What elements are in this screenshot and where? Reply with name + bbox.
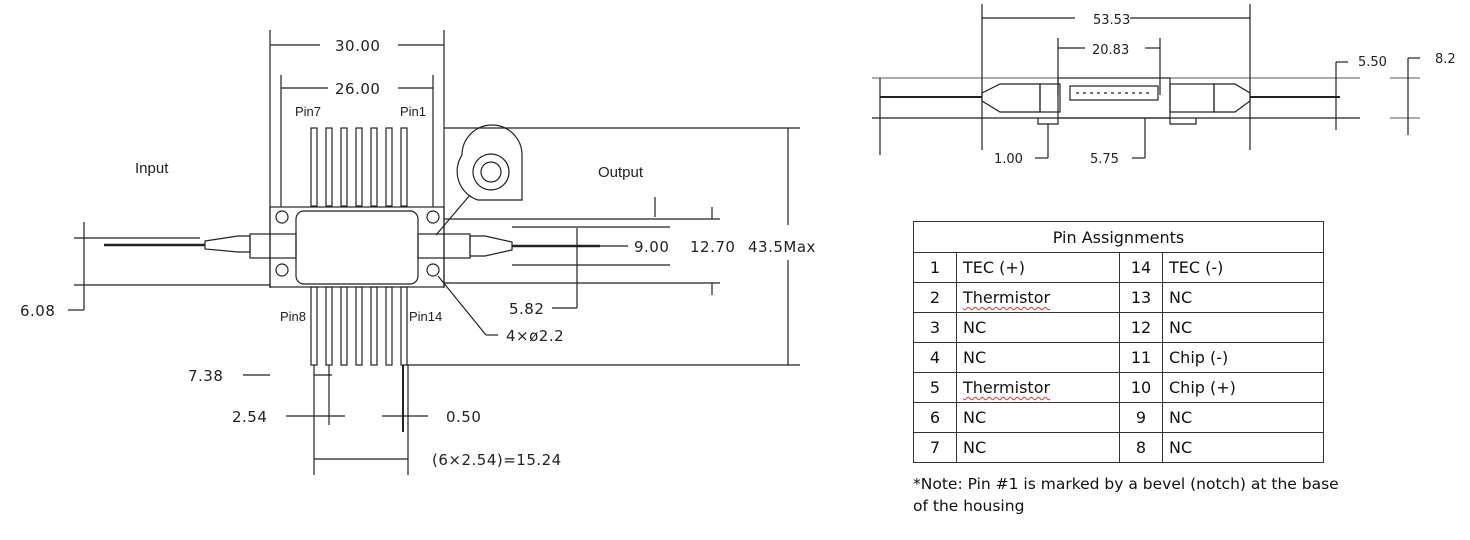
- pin-function: NC: [956, 402, 1120, 433]
- pin-number: 10: [1119, 372, 1163, 403]
- table-row: 5 Thermistor 10 Chip (+): [913, 372, 1324, 403]
- pin-note: *Note: Pin #1 is marked by a bevel (notc…: [913, 475, 1339, 515]
- pin-number: 1: [913, 252, 957, 283]
- dim-body-length: 20.83: [1092, 43, 1129, 58]
- dim-height-8-2: 8.2: [1435, 52, 1456, 67]
- table-row: 6 NC 9 NC: [913, 402, 1324, 433]
- dim-center-offset: 5.82: [509, 300, 544, 318]
- mounting-hole: [275, 263, 289, 277]
- side-package-body: [1057, 77, 1171, 119]
- pin-function: TEC (-): [1162, 252, 1324, 283]
- side-view: 53.53 20.83 1.00 5.75 5.50: [872, 4, 1456, 167]
- pin-function: NC: [1162, 432, 1324, 463]
- top-pins: [310, 127, 408, 207]
- side-output-boot: [1213, 83, 1251, 113]
- pin-function: NC: [956, 342, 1120, 373]
- label-pin8: Pin8: [280, 309, 306, 324]
- package-body: [295, 210, 419, 285]
- pin-number: 9: [1119, 402, 1163, 433]
- output-boot: [469, 235, 513, 257]
- pin-function: Thermistor: [956, 282, 1120, 313]
- label-input: Input: [135, 160, 169, 177]
- side-input-boot: [981, 83, 1041, 113]
- table-row: 4 NC 11 Chip (-): [913, 342, 1324, 373]
- pin-number: 4: [913, 342, 957, 373]
- dim-width-inner: 26.00: [335, 80, 380, 98]
- mounting-hole: [426, 210, 440, 224]
- dim-pin-span: (6×2.54)=15.24: [432, 451, 562, 469]
- dim-fiber-offset: 6.08: [20, 302, 55, 320]
- pin-function: Chip (-): [1162, 342, 1324, 373]
- pin-number: 11: [1119, 342, 1163, 373]
- dim-width-outer: 30.00: [335, 37, 380, 55]
- label-pin14: Pin14: [409, 309, 442, 324]
- dim-base-5-75: 5.75: [1090, 152, 1119, 167]
- pin-assignments-table: Pin Assignments 1 TEC (+) 14 TEC (-) 2 T…: [913, 221, 1324, 463]
- dim-length-max: 43.5Max: [748, 238, 816, 256]
- pin-number: 3: [913, 312, 957, 343]
- pin-function-text: Thermistor: [963, 378, 1051, 397]
- pin-number: 5: [913, 372, 957, 403]
- pin-number: 12: [1119, 312, 1163, 343]
- label-pin7: Pin7: [295, 104, 321, 119]
- table-row: 1 TEC (+) 14 TEC (-): [913, 252, 1324, 283]
- pin-number: 8: [1119, 432, 1163, 463]
- package-flange: [269, 206, 445, 288]
- pin-function: NC: [956, 432, 1120, 463]
- pin-function: NC: [1162, 282, 1324, 313]
- pin-number: 13: [1119, 282, 1163, 313]
- dim-base-1: 1.00: [994, 152, 1023, 167]
- pin-function: NC: [956, 312, 1120, 343]
- table-row: 2 Thermistor 13 NC: [913, 282, 1324, 313]
- pin-number: 7: [913, 432, 957, 463]
- pin-number: 14: [1119, 252, 1163, 283]
- input-boot: [204, 235, 251, 253]
- dim-pin-pitch: 2.54: [232, 408, 267, 426]
- dim-height-9: 9.00: [634, 238, 669, 256]
- dim-height-12-70: 12.70: [690, 238, 735, 256]
- pin-function: Chip (+): [1162, 372, 1324, 403]
- pin-table-title: Pin Assignments: [913, 221, 1324, 253]
- pin-function: TEC (+): [956, 252, 1120, 283]
- table-row: 7 NC 8 NC: [913, 432, 1324, 463]
- dim-holes: 4×ø2.2: [506, 327, 564, 345]
- pin-function-text: Thermistor: [963, 288, 1051, 307]
- pin-function: NC: [1162, 402, 1324, 433]
- dim-pin-width: 0.50: [446, 408, 481, 426]
- bottom-pins: [310, 286, 408, 366]
- pin-function: Thermistor: [956, 372, 1120, 403]
- dim-pin-offset: 7.38: [188, 367, 223, 385]
- label-pin1: Pin1: [400, 104, 426, 119]
- table-row: 3 NC 12 NC: [913, 312, 1324, 343]
- detail-view: [435, 124, 523, 236]
- input-ferrule: [249, 233, 297, 259]
- front-view: 30.00 26.00 Pin7 Pin1 Pin8 Pin14: [20, 30, 816, 475]
- dim-total-length: 53.53: [1093, 13, 1130, 28]
- mounting-hole: [426, 263, 440, 277]
- dim-height-5-50: 5.50: [1358, 55, 1387, 70]
- pin-function: NC: [1162, 312, 1324, 343]
- pin-number: 6: [913, 402, 957, 433]
- pin-number: 2: [913, 282, 957, 313]
- mounting-hole: [275, 210, 289, 224]
- label-output: Output: [598, 164, 644, 181]
